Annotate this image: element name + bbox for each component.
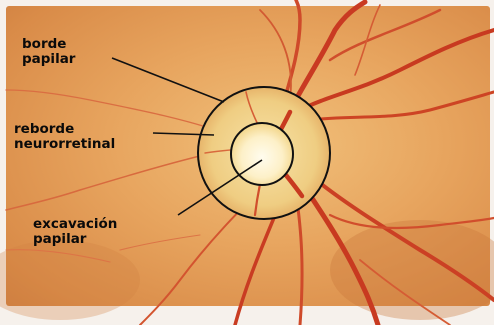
label-line: reborde bbox=[14, 122, 115, 137]
label-line: excavación bbox=[33, 217, 117, 232]
label-borde-papilar: borde papilar bbox=[22, 37, 75, 67]
label-line: neurorretinal bbox=[14, 137, 115, 152]
label-line: papilar bbox=[22, 52, 75, 67]
label-reborde-neurorretinal: reborde neurorretinal bbox=[14, 122, 115, 152]
label-line: papilar bbox=[33, 232, 117, 247]
label-excavacion-papilar: excavación papilar bbox=[33, 217, 117, 247]
label-line: borde bbox=[22, 37, 75, 52]
